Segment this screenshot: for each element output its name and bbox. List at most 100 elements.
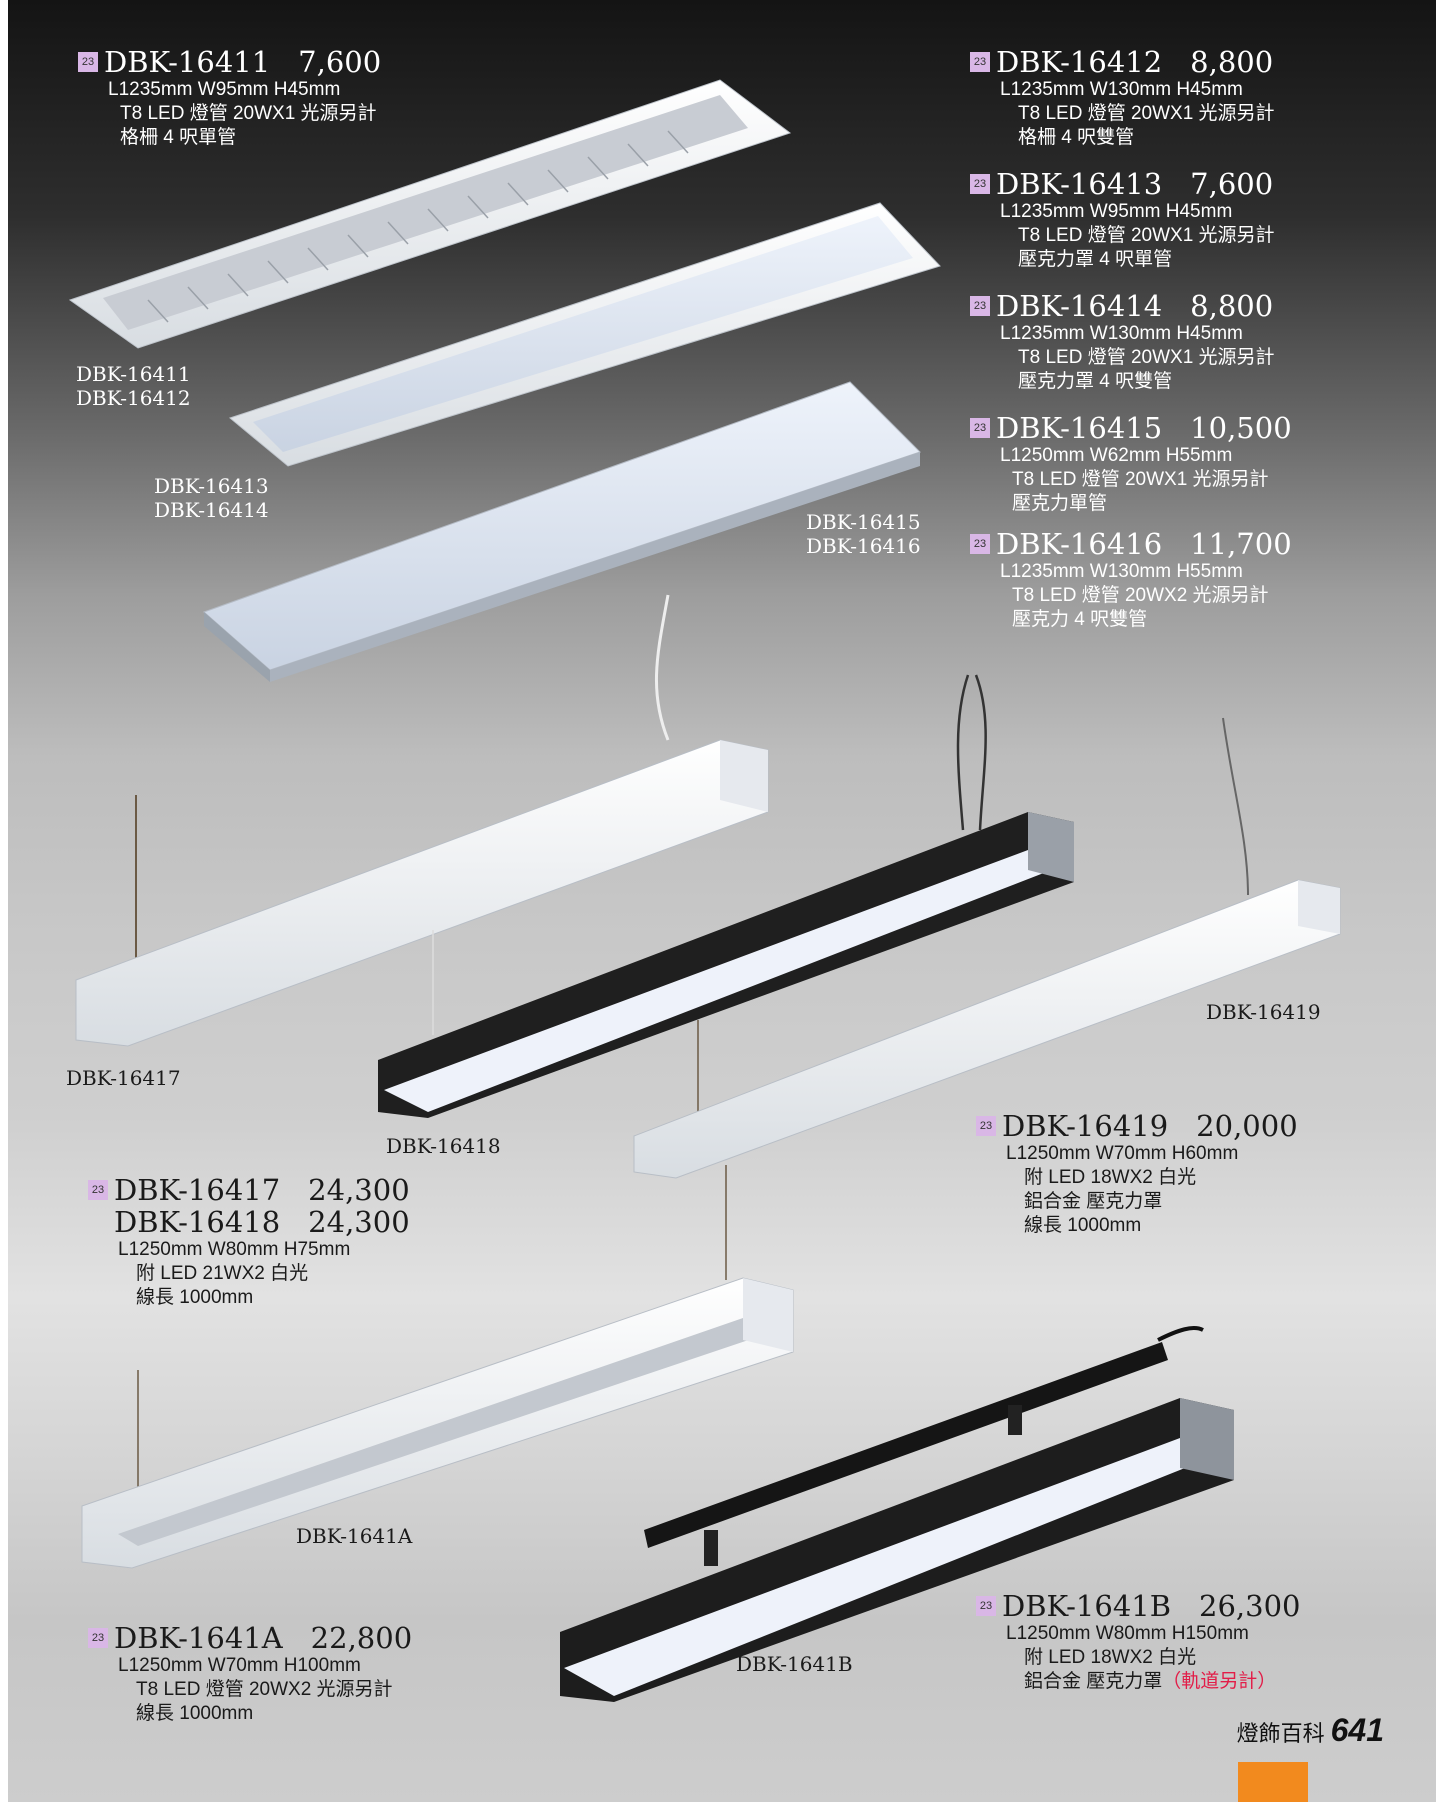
badge: 23	[88, 1180, 108, 1200]
spec-line: L1250mm W70mm H60mm	[1006, 1143, 1239, 1164]
model-number: DBK-16414	[996, 289, 1163, 323]
spec-line: 格柵 4 呎單管	[120, 127, 237, 148]
spec-dbk-16414: 23 DBK-16414 8,800 L1235mm W130mm H45mm T8…	[970, 290, 1275, 394]
badge: 23	[976, 1116, 996, 1136]
price: 26,300	[1199, 1589, 1301, 1623]
spec-dbk-1641a: 23 DBK-1641A 22,800 L1250mm W70mm H100mm T…	[88, 1622, 412, 1726]
spec-line: L1250mm W62mm H55mm	[1000, 445, 1233, 466]
spec-line: L1235mm W130mm H55mm	[1000, 561, 1243, 582]
price: 11,700	[1190, 527, 1292, 561]
spec-line: L1250mm W70mm H100mm	[118, 1655, 361, 1676]
price: 7,600	[298, 45, 382, 79]
spec-line: 壓克力罩 4 呎雙管	[1018, 371, 1173, 392]
image-label: DBK-16414	[154, 498, 269, 522]
model-number: DBK-16418	[114, 1205, 281, 1239]
spec-line: 鋁合金 壓克力罩	[1024, 1191, 1163, 1212]
price: 24,300	[308, 1173, 410, 1207]
image-label: DBK-16419	[1206, 1000, 1321, 1024]
spec-line: T8 LED 燈管 20WX1 光源另計	[1012, 469, 1269, 490]
spec-line: 壓克力單管	[1012, 493, 1108, 514]
image-label: DBK-16418	[386, 1134, 501, 1158]
spec-line: L1250mm W80mm H150mm	[1006, 1623, 1249, 1644]
spec-line: 線長 1000mm	[1024, 1215, 1142, 1236]
spec-line: L1250mm W80mm H75mm	[118, 1239, 351, 1260]
image-label: DBK-16417	[66, 1066, 181, 1090]
lamp-16411-image	[68, 79, 792, 349]
spec-dbk-16419: 23 DBK-16419 20,000 L1250mm W70mm H60mm 附 …	[976, 1110, 1298, 1238]
model-number: DBK-16417	[114, 1173, 281, 1207]
product-illustrations	[68, 79, 1341, 1702]
model-number: DBK-1641A	[114, 1621, 283, 1655]
lamp-16415-image	[203, 381, 921, 682]
model-number: DBK-16411	[104, 45, 271, 79]
spec-line: 鋁合金 壓克力罩（軌道另計）	[976, 1670, 1301, 1694]
model-number: DBK-16413	[996, 167, 1163, 201]
spec-line: 線長 1000mm	[136, 1703, 254, 1724]
spec-line: 附 LED 21WX2 白光	[136, 1263, 309, 1284]
image-label: DBK-16416	[806, 534, 921, 558]
badge: 23	[78, 52, 98, 72]
badge: 23	[88, 1628, 108, 1648]
image-label: DBK-1641B	[736, 1652, 853, 1676]
spec-dbk-16412: 23 DBK-16412 8,800 L1235mm W130mm H45mm T8…	[970, 46, 1275, 150]
model-number: DBK-16419	[1002, 1109, 1169, 1143]
model-number: DBK-16416	[996, 527, 1163, 561]
spec-line: L1235mm W130mm H45mm	[1000, 323, 1243, 344]
lamp-16417-image	[75, 594, 769, 1047]
image-label: DBK-16411	[76, 362, 191, 386]
spec-dbk-16416: 23 DBK-16416 11,700 L1235mm W130mm H55mm T…	[970, 528, 1292, 632]
model-number: DBK-16412	[996, 45, 1163, 79]
price: 10,500	[1190, 411, 1292, 445]
price: 8,800	[1190, 45, 1274, 79]
lamp-16413-image	[228, 202, 941, 467]
lamp-16418-image	[378, 674, 1074, 1118]
badge: 23	[970, 534, 990, 554]
spec-line: 壓克力罩 4 呎單管	[1018, 249, 1173, 270]
price: 7,600	[1190, 167, 1274, 201]
spec-line: 線長 1000mm	[136, 1287, 254, 1308]
spec-line: L1235mm W95mm H45mm	[108, 79, 341, 100]
spec-dbk-16411: 23 DBK-16411 7,600 L1235mm W95mm H45mm T8 …	[78, 46, 381, 150]
price: 8,800	[1190, 289, 1274, 323]
spec-line: T8 LED 燈管 20WX1 光源另計	[1018, 103, 1275, 124]
spec-dbk-16413: 23 DBK-16413 7,600 L1235mm W95mm H45mm T8 …	[970, 168, 1275, 272]
spec-line: T8 LED 燈管 20WX2 光源另計	[1012, 585, 1269, 606]
price: 22,800	[310, 1621, 413, 1655]
badge: 23	[970, 52, 990, 72]
price: 24,300	[308, 1205, 410, 1239]
lamp-1641B-image	[560, 1326, 1234, 1702]
page-footer: 燈飾百科 641	[1237, 1712, 1384, 1749]
spec-line: L1235mm W95mm H45mm	[1000, 201, 1233, 222]
spec-line: 附 LED 18WX2 白光	[1024, 1647, 1197, 1668]
spec-line: T8 LED 燈管 20WX1 光源另計	[1018, 225, 1275, 246]
catalog-name: 燈飾百科	[1236, 1721, 1325, 1746]
lamp-16419-image	[633, 717, 1341, 1179]
badge: 23	[970, 296, 990, 316]
image-label: DBK-16412	[76, 386, 191, 410]
spec-text: 鋁合金 壓克力罩	[1024, 1671, 1163, 1692]
spec-line: T8 LED 燈管 20WX1 光源另計	[1018, 347, 1275, 368]
spec-dbk-1641b: 23 DBK-1641B 26,300 L1250mm W80mm H150mm 附…	[976, 1590, 1301, 1694]
image-label: DBK-16413	[154, 474, 269, 498]
rail-note: （軌道另計）	[1162, 1671, 1277, 1692]
spec-line: 格柵 4 呎雙管	[1018, 127, 1135, 148]
orange-tab	[1238, 1762, 1308, 1802]
spec-line: T8 LED 燈管 20WX2 光源另計	[136, 1679, 393, 1700]
lamp-1641A-image	[81, 1165, 794, 1569]
spec-line: 附 LED 18WX2 白光	[1024, 1167, 1197, 1188]
image-label: DBK-1641A	[296, 1524, 413, 1548]
model-number: DBK-16415	[996, 411, 1163, 445]
badge: 23	[970, 174, 990, 194]
badge: 23	[970, 418, 990, 438]
spec-dbk-16415: 23 DBK-16415 10,500 L1250mm W62mm H55mm T8…	[970, 412, 1292, 516]
badge: 23	[976, 1596, 996, 1616]
spec-line: 壓克力 4 呎雙管	[1012, 609, 1148, 630]
spec-line: L1235mm W130mm H45mm	[1000, 79, 1243, 100]
spec-dbk-16417-16418: 23 DBK-16417 24,300 DBK-16418 24,300 L1250m…	[88, 1174, 410, 1310]
page-number: 641	[1330, 1712, 1384, 1748]
image-label: DBK-16415	[806, 510, 921, 534]
model-number: DBK-1641B	[1002, 1589, 1172, 1623]
price: 20,000	[1196, 1109, 1298, 1143]
spec-line: T8 LED 燈管 20WX1 光源另計	[120, 103, 377, 124]
